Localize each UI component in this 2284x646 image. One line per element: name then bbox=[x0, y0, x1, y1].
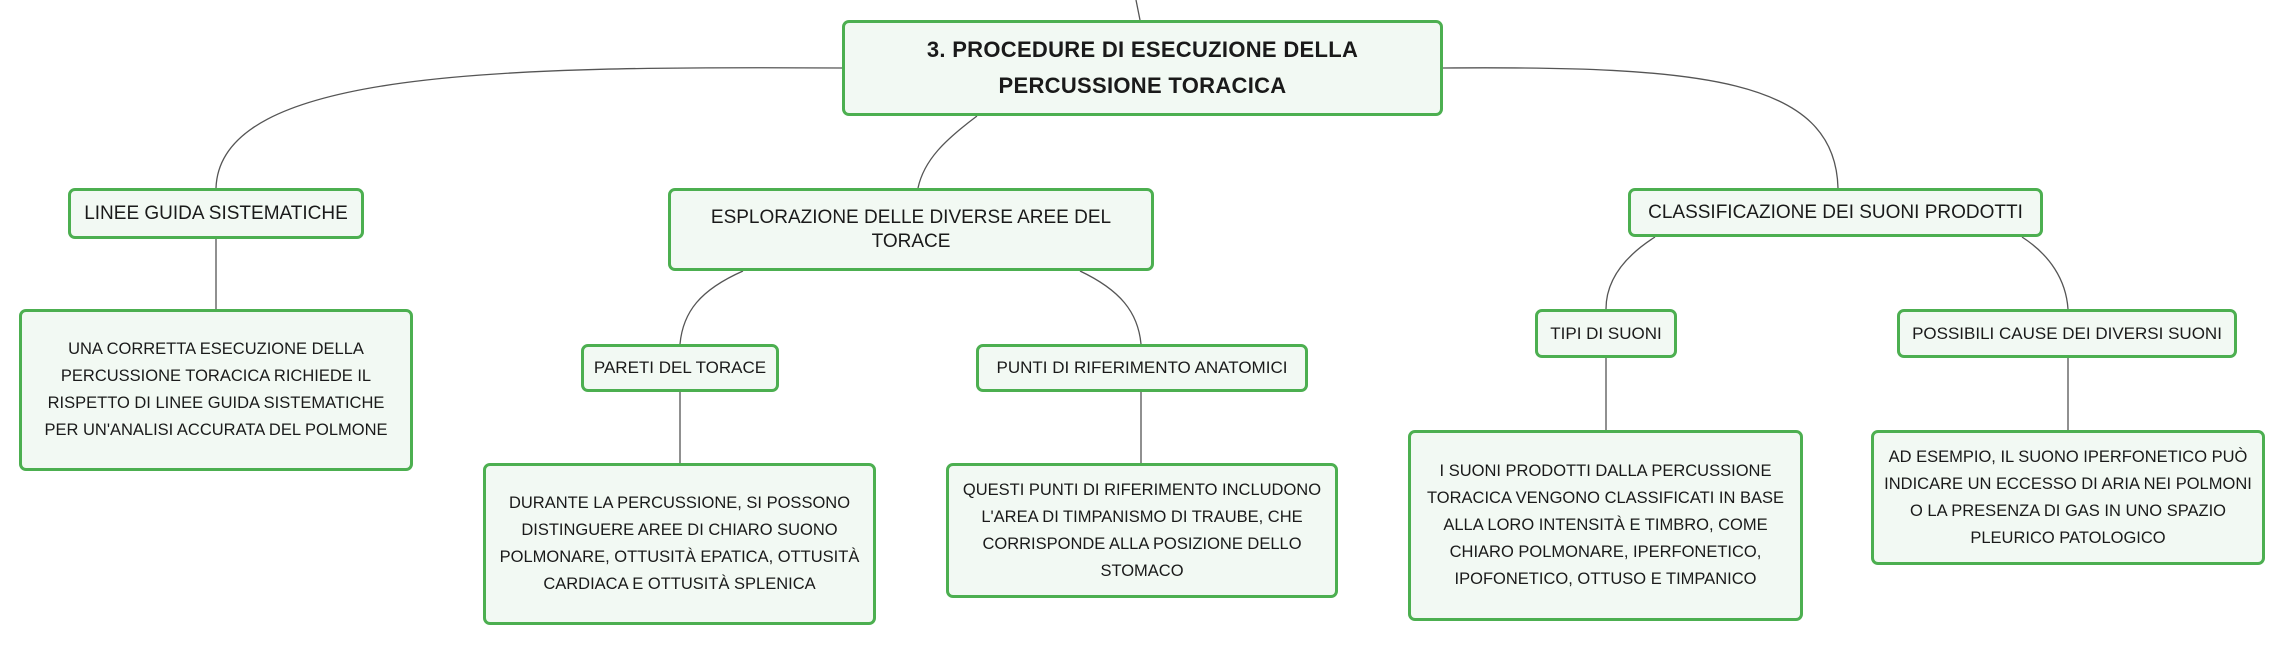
node-classificazione-label: CLASSIFICAZIONE DEI SUONI PRODOTTI bbox=[1648, 201, 2023, 223]
node-cause-label: POSSIBILI CAUSE DEI DIVERSI SUONI bbox=[1912, 323, 2222, 343]
node-linee-guida-detail-text: UNA CORRETTA ESECUZIONE DELLA PERCUSSION… bbox=[44, 340, 388, 439]
root-title: 3. PROCEDURE DI ESECUZIONE DELLA PERCUSS… bbox=[926, 37, 1359, 98]
node-tipi[interactable]: TIPI DI SUONI bbox=[1535, 309, 1677, 358]
node-pareti-detail[interactable]: DURANTE LA PERCUSSIONE, SI POSSONO DISTI… bbox=[483, 463, 876, 625]
connector-root-classificazione bbox=[1442, 67, 1839, 189]
node-tipi-detail[interactable]: I SUONI PRODOTTI DALLA PERCUSSIONE TORAC… bbox=[1408, 430, 1803, 621]
node-esplorazione-label: ESPLORAZIONE DELLE DIVERSE AREE DEL TORA… bbox=[710, 206, 1112, 252]
node-cause[interactable]: POSSIBILI CAUSE DEI DIVERSI SUONI bbox=[1897, 309, 2237, 358]
node-punti-detail[interactable]: QUESTI PUNTI DI RIFERIMENTO INCLUDONO L'… bbox=[946, 463, 1338, 598]
connector-root-stub bbox=[1135, 0, 1141, 21]
connector-classificazione-tipi bbox=[1605, 236, 1656, 310]
node-linee-guida[interactable]: LINEE GUIDA SISTEMATICHE bbox=[68, 188, 364, 239]
node-cause-detail[interactable]: AD ESEMPIO, IL SUONO IPERFONETICO PUÒ IN… bbox=[1871, 430, 2265, 565]
connector-classificazione-cause bbox=[2021, 236, 2069, 310]
node-pareti-label: PARETI DEL TORACE bbox=[593, 358, 767, 377]
node-classificazione[interactable]: CLASSIFICAZIONE DEI SUONI PRODOTTI bbox=[1628, 188, 2043, 237]
connector-root-linee-guida bbox=[215, 67, 843, 189]
node-tipi-label: TIPI DI SUONI bbox=[1550, 323, 1662, 343]
connector-esplorazione-pareti bbox=[679, 270, 744, 345]
connector-esplorazione-punti bbox=[1079, 270, 1142, 345]
node-punti-label: PUNTI DI RIFERIMENTO ANATOMICI bbox=[996, 358, 1288, 377]
connector-root-esplorazione bbox=[917, 115, 978, 189]
node-tipi-detail-text: I SUONI PRODOTTI DALLA PERCUSSIONE TORAC… bbox=[1427, 462, 1784, 588]
node-esplorazione[interactable]: ESPLORAZIONE DELLE DIVERSE AREE DEL TORA… bbox=[668, 188, 1154, 271]
node-pareti-detail-text: DURANTE LA PERCUSSIONE, SI POSSONO DISTI… bbox=[499, 494, 860, 593]
node-linee-guida-detail[interactable]: UNA CORRETTA ESECUZIONE DELLA PERCUSSION… bbox=[19, 309, 413, 471]
root-node[interactable]: 3. PROCEDURE DI ESECUZIONE DELLA PERCUSS… bbox=[842, 20, 1443, 116]
node-punti[interactable]: PUNTI DI RIFERIMENTO ANATOMICI bbox=[976, 344, 1308, 392]
node-cause-detail-text: AD ESEMPIO, IL SUONO IPERFONETICO PUÒ IN… bbox=[1884, 447, 2252, 547]
node-punti-detail-text: QUESTI PUNTI DI RIFERIMENTO INCLUDONO L'… bbox=[962, 480, 1322, 580]
node-pareti[interactable]: PARETI DEL TORACE bbox=[581, 344, 779, 392]
node-linee-guida-label: LINEE GUIDA SISTEMATICHE bbox=[84, 202, 348, 224]
